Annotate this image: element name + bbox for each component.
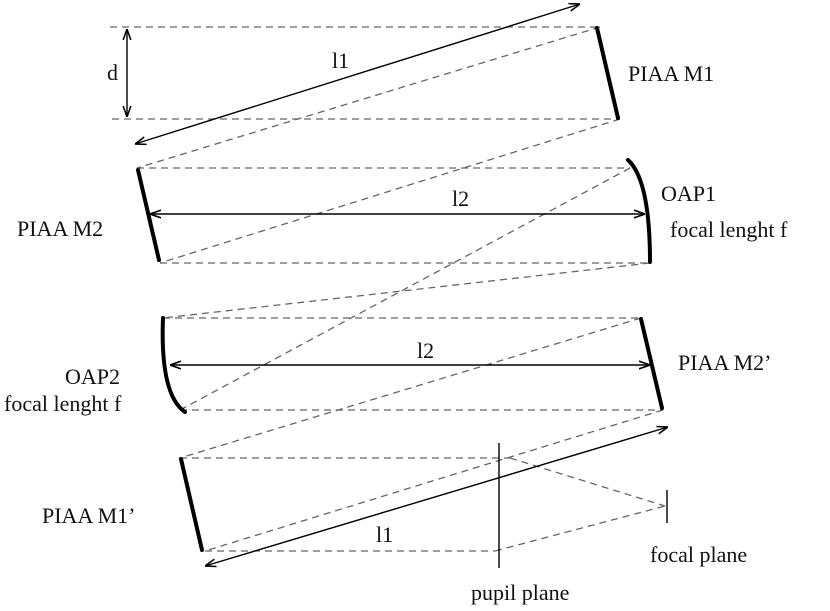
mirror-piaa-m1-prime [179, 457, 204, 552]
label-l1-top: l1 [332, 48, 349, 73]
label-piaa-m1: PIAA M1 [628, 61, 714, 86]
mirror-piaa-m2-prime [639, 317, 664, 410]
label-oap1-focal: focal lenght f [670, 217, 788, 242]
label-l1-bottom: l1 [376, 522, 393, 547]
ray-m1-to-m2-upper [136, 26, 601, 169]
mirror-oap2 [160, 316, 187, 414]
label-pupil-plane: pupil plane [471, 580, 569, 605]
ray-m2p-m1p-upper [179, 317, 642, 459]
label-oap1: OAP1 [661, 181, 716, 206]
mirror-oap1 [626, 158, 652, 264]
mirrors [136, 26, 664, 552]
ray-converge-upper [509, 457, 666, 507]
ray-m2p-m1p-lower [204, 409, 664, 552]
ray-oap1-oap2-cross-a [179, 167, 631, 411]
dimension-arrow-l1-bottom [205, 427, 668, 566]
ray-paths [110, 26, 666, 552]
mirror-piaa-m1 [595, 26, 620, 120]
label-focal-plane: focal plane [650, 542, 747, 567]
dimension-arrow-l1-top [135, 4, 580, 144]
label-oap2: OAP2 [65, 364, 120, 389]
label-d: d [107, 60, 118, 85]
label-oap2-focal: focal lenght f [4, 391, 122, 416]
label-l2-bottom: l2 [417, 338, 434, 363]
mirror-piaa-m2 [136, 168, 161, 262]
ray-m1-to-m2-lower [159, 118, 621, 264]
label-l2-top: l2 [452, 186, 469, 211]
label-piaa-m2-prime: PIAA M2’ [678, 350, 772, 375]
label-piaa-m1-prime: PIAA M1’ [42, 503, 136, 528]
ray-converge-lower [494, 505, 666, 552]
ray-oap1-oap2-cross-b [162, 262, 651, 319]
label-piaa-m2: PIAA M2 [17, 216, 103, 241]
